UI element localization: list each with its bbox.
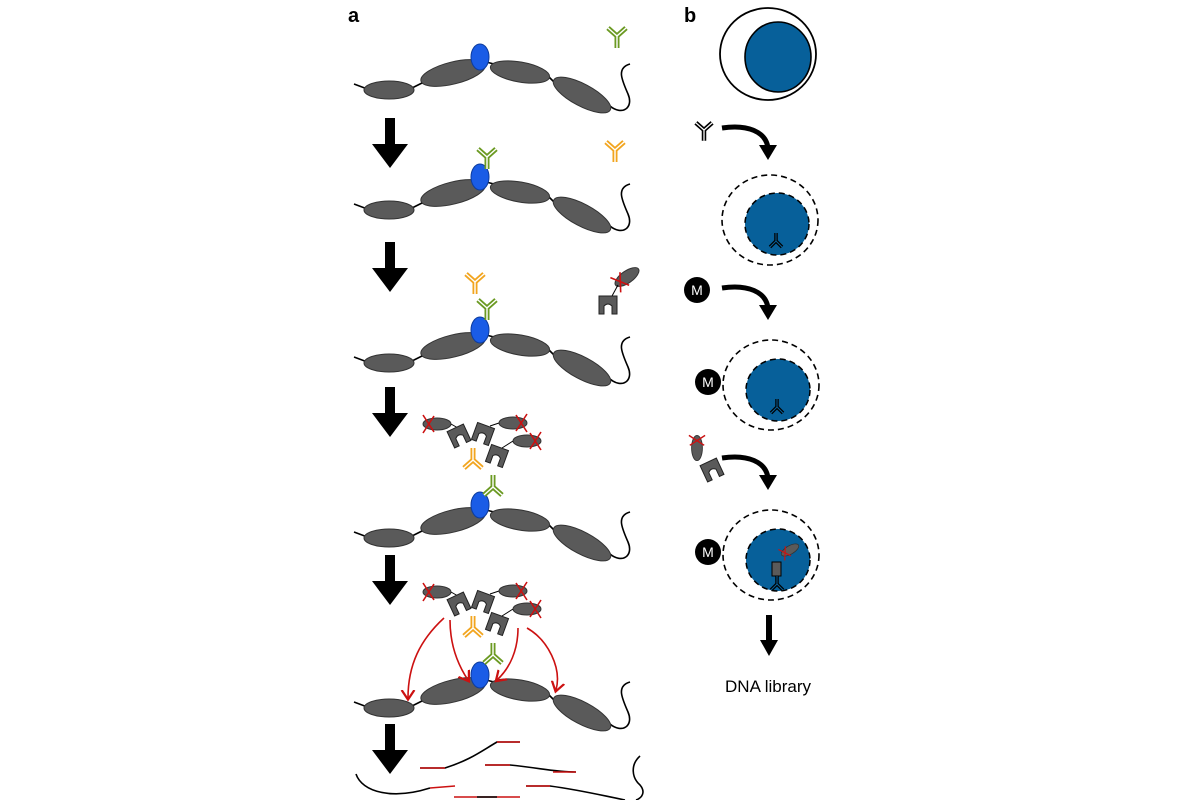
intact-cell <box>719 7 817 101</box>
chromatin-fiber <box>353 163 631 241</box>
dna-fragments <box>355 741 644 800</box>
protein-a-icon <box>446 423 472 449</box>
cut-arrow <box>408 617 445 698</box>
step-4 <box>353 413 631 569</box>
step-arrow <box>372 555 408 605</box>
nucleus <box>745 358 811 422</box>
tn5-transposase-icon <box>422 582 452 602</box>
protein-a-icon <box>484 443 510 469</box>
cut-arrow <box>526 627 557 690</box>
tagmentation-arrows <box>408 617 557 698</box>
cut-arrow <box>497 627 519 680</box>
protein-a-icon <box>484 611 510 637</box>
chromatin-fiber <box>353 491 631 569</box>
dna-library-label: DNA library <box>725 677 811 696</box>
step-3 <box>353 260 645 394</box>
library-arrow <box>760 615 778 656</box>
tn5-transposase-icon <box>498 413 528 433</box>
bead-label: M <box>702 544 714 560</box>
primary-antibody <box>484 643 502 663</box>
tn5-transposase-icon <box>512 431 542 451</box>
step-1 <box>353 28 631 121</box>
protein-a-icon <box>598 295 618 315</box>
bead-icon <box>684 277 710 303</box>
antibody-icon <box>696 123 712 141</box>
tn5-transposase-icon <box>609 260 645 294</box>
bead-bound-cell: M <box>695 339 820 431</box>
bead-icon <box>695 539 721 565</box>
cut-arrow <box>449 619 468 680</box>
step-arrow <box>372 387 408 437</box>
primary-antibody <box>484 475 502 495</box>
protein-a-icon <box>771 561 782 577</box>
tn5-transposase-icon <box>498 581 528 601</box>
step-5 <box>353 581 631 739</box>
nucleus <box>744 192 810 256</box>
step-arrow <box>372 118 408 168</box>
tn5-transposase-icon <box>688 434 706 462</box>
add-antibody-arrow <box>696 123 777 160</box>
primary-antibody <box>608 28 626 48</box>
chromatin-fiber <box>353 316 631 394</box>
panel-a-label: a <box>348 5 360 27</box>
linker <box>611 284 619 297</box>
nucleus <box>744 21 812 93</box>
panel-b-label: b <box>684 5 696 27</box>
bead-icon <box>695 369 721 395</box>
secondary-antibody <box>466 274 484 294</box>
chromatin-fiber <box>353 661 631 739</box>
protein-a-icon <box>699 457 725 483</box>
add-pa-tn5-arrow <box>688 434 777 490</box>
secondary-antibody <box>606 142 624 162</box>
tn5-transposase-icon <box>422 414 452 434</box>
tagmented-cell: M <box>695 509 820 601</box>
step-arrow <box>372 242 408 292</box>
step-arrow <box>372 724 408 774</box>
bead-label: M <box>691 282 703 298</box>
permeabilized-cell <box>721 174 819 266</box>
protein-a-icon <box>446 591 472 617</box>
bead-label: M <box>702 374 714 390</box>
tn5-transposase-icon <box>512 599 542 619</box>
secondary-antibody <box>464 448 482 468</box>
add-beads-arrow: M <box>684 277 777 320</box>
chromatin-fiber <box>353 43 631 121</box>
secondary-antibody <box>464 616 482 636</box>
